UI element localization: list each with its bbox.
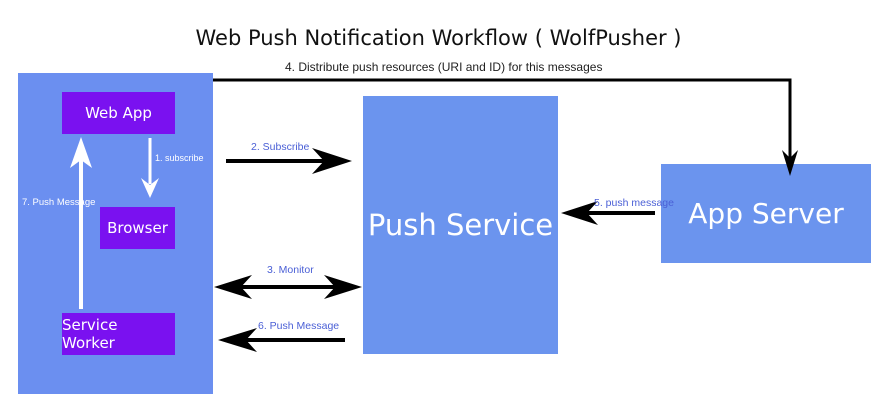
subscribe-arrowhead <box>312 148 352 174</box>
subscribe-local-arrowhead <box>141 178 159 198</box>
push-message-server-label: 5. push message <box>594 197 674 209</box>
monitor-arrowhead-right <box>324 275 362 299</box>
push-message-service-label: 6. Push Message <box>258 320 340 332</box>
subscribe-local-label: 1. subscribe <box>155 153 204 163</box>
push-message-server-arrowhead <box>561 201 598 225</box>
distribute-label: 4. Distribute push resources (URI and ID… <box>285 60 603 74</box>
web-app-label: Web App <box>85 104 152 122</box>
app-server-node: App Server <box>661 164 871 263</box>
browser-label: Browser <box>107 219 168 237</box>
monitor-arrowhead-left <box>214 275 252 299</box>
diagram-title: Web Push Notification Workflow ( WolfPus… <box>195 26 682 50</box>
push-message-worker-label: 7. Push Message <box>22 197 96 208</box>
browser-node: Browser <box>100 207 175 249</box>
subscribe-label: 2. Subscribe <box>251 141 310 153</box>
service-worker-node: Service Worker <box>62 313 175 355</box>
push-service-label: Push Service <box>367 208 554 242</box>
app-server-label: App Server <box>688 197 844 230</box>
distribute-arrowhead <box>782 150 798 176</box>
push-message-service-arrowhead <box>218 328 257 352</box>
monitor-label: 3. Monitor <box>267 264 314 276</box>
push-message-worker-arrowhead <box>70 137 92 168</box>
web-app-node: Web App <box>62 92 175 134</box>
push-service-node: Push Service <box>363 96 558 354</box>
service-worker-label: Service Worker <box>62 316 118 352</box>
distribute-arrow-line <box>213 78 792 160</box>
